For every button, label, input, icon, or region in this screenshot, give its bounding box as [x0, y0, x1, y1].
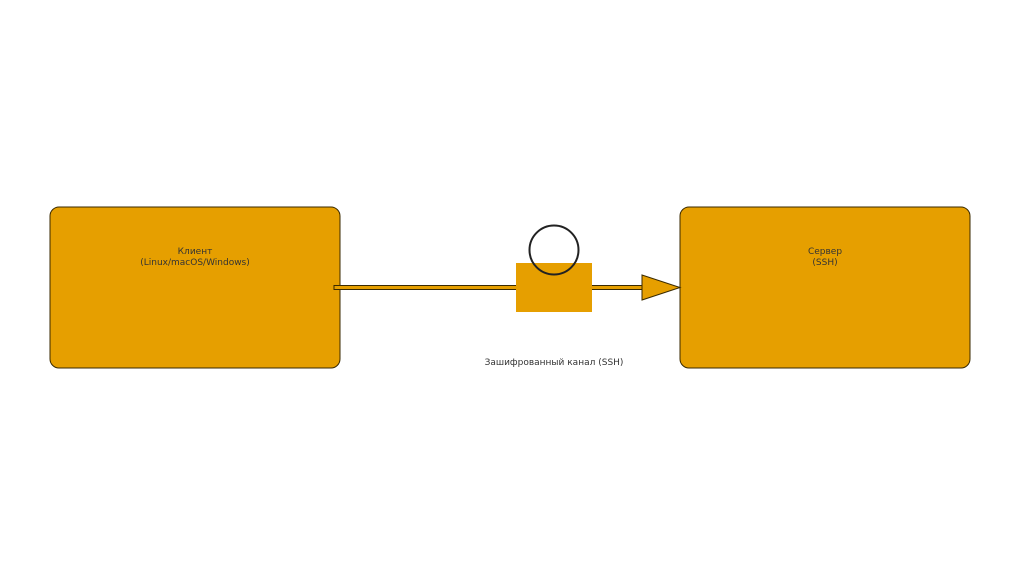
- server-title: Сервер: [808, 247, 842, 257]
- lock-icon: [516, 224, 592, 312]
- client-box: [49, 206, 341, 369]
- channel-label: Зашифрованный канал (SSH): [485, 358, 624, 368]
- arrowhead: [641, 274, 682, 301]
- client-title: Клиент: [178, 247, 213, 257]
- server-subtitle: (SSH): [812, 258, 837, 268]
- server-node: Сервер (SSH): [679, 206, 971, 369]
- lock-shackle: [528, 224, 580, 276]
- client-node: Клиент (Linux/macOS/Windows): [49, 206, 341, 369]
- connection-arrow: [333, 274, 682, 301]
- server-box: [679, 206, 971, 369]
- lock-body: [516, 263, 592, 312]
- arrow-shaft: [333, 285, 645, 290]
- client-subtitle: (Linux/macOS/Windows): [140, 258, 250, 268]
